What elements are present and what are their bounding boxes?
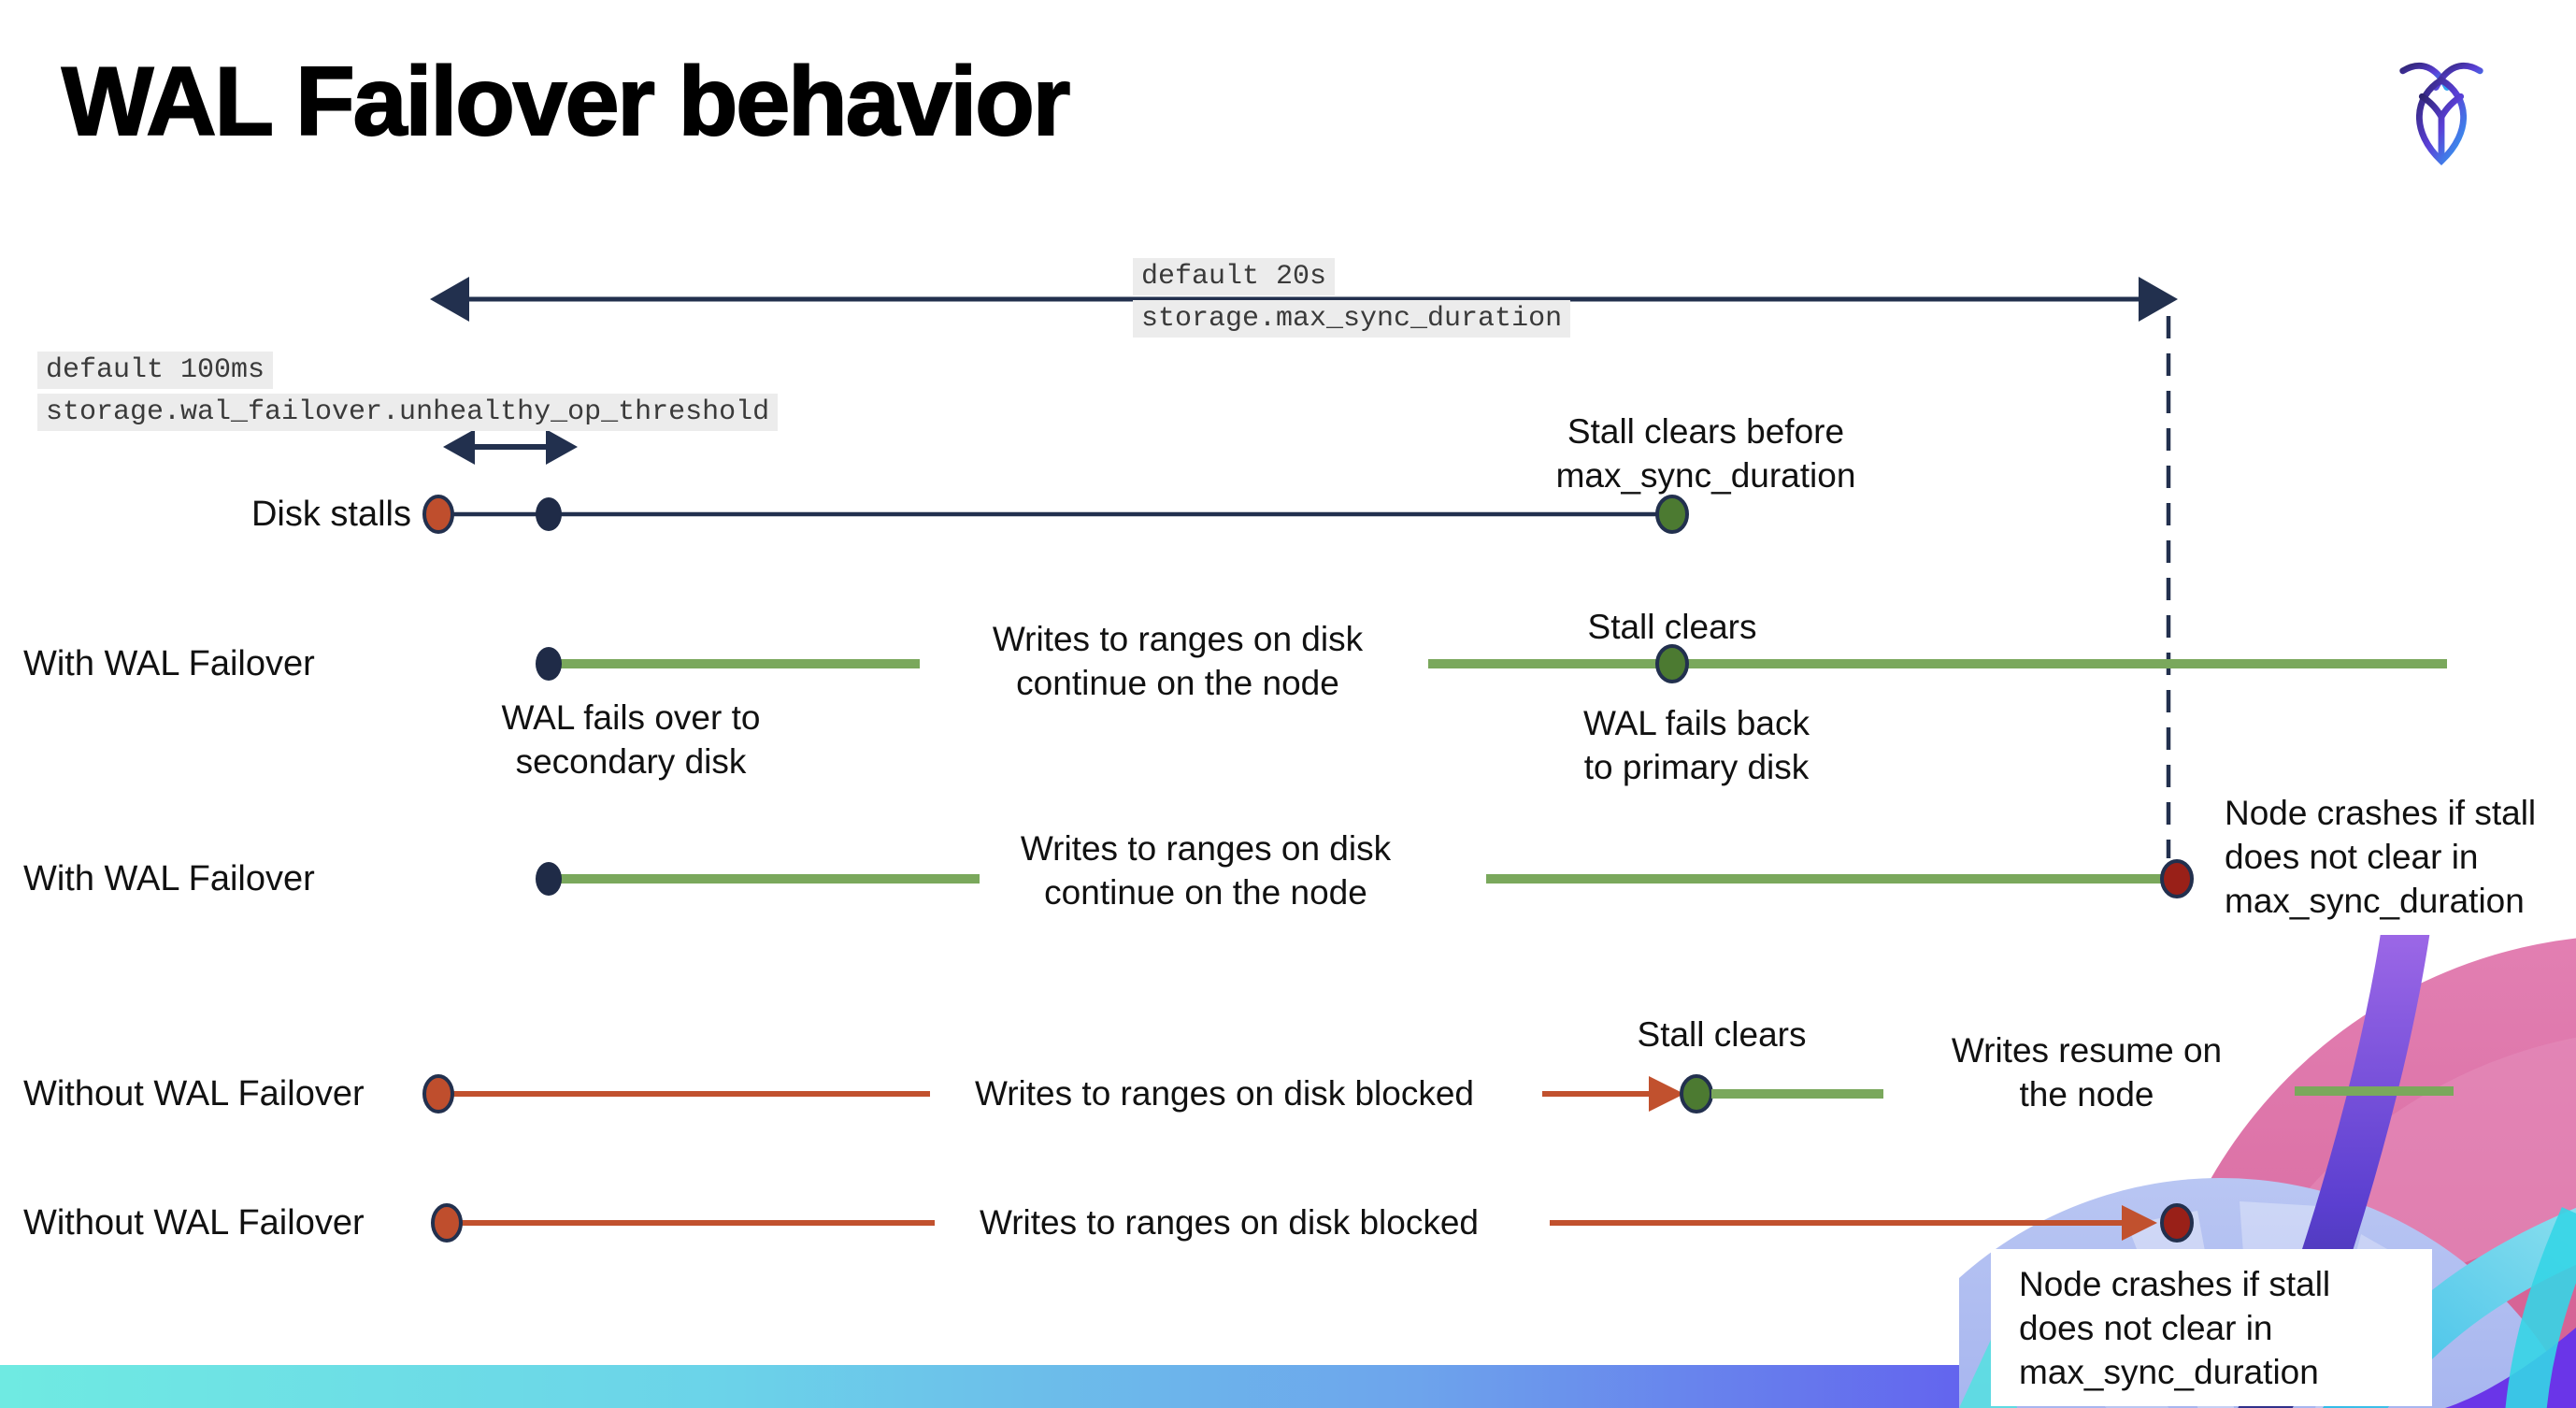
writes-blocked-note: Writes to ranges on disk blocked: [979, 1203, 1480, 1242]
setting-name: storage.max_sync_duration: [1133, 300, 1571, 338]
row-label-without-wal-failover: Without WAL Failover: [23, 1203, 365, 1243]
crash-note-box: Node crashes if stall does not clear in …: [1991, 1249, 2432, 1406]
cockroachdb-logo-icon: [2399, 62, 2483, 165]
disk-stall-start-dot: [422, 1074, 454, 1113]
node-crash-dot: [2160, 859, 2194, 898]
failback-dot: [1655, 644, 1689, 683]
setting-name: storage.wal_failover.unhealthy_op_thresh…: [37, 394, 779, 431]
node-crashes-note: Node crashes if stall does not clear in …: [2225, 794, 2537, 920]
stall-clears-note: Stall clears: [1587, 608, 1757, 646]
max-sync-duration-setting-label: default 20s storage.max_sync_duration: [1133, 258, 1571, 338]
row-label-with-wal-failover: With WAL Failover: [23, 859, 315, 898]
disk-stall-start-dot: [422, 495, 454, 534]
arrowhead-right-small: [546, 429, 578, 465]
crash-note-line: does not clear in: [2019, 1309, 2273, 1347]
cyan-arc-right: [2505, 1207, 2576, 1408]
wal-fails-back-note: WAL fails back to primary disk: [1583, 704, 1810, 786]
page-title: WAL Failover behavior: [61, 47, 1071, 157]
failover-dot: [536, 862, 562, 896]
wal-fails-over-note: WAL fails over to secondary disk: [501, 698, 761, 781]
logo-wings: [2418, 93, 2465, 163]
unhealthy-op-threshold-setting-label: default 100ms storage.wal_failover.unhea…: [37, 352, 779, 431]
stall-clears-dot: [1680, 1074, 1713, 1113]
stall-clears-before-note: Stall clears before max_sync_duration: [1555, 412, 1856, 495]
writes-resume-note: Writes resume on the node: [1951, 1031, 2223, 1113]
writes-blocked-note: Writes to ranges on disk blocked: [974, 1074, 1475, 1113]
row-label-disk-stalls: Disk stalls: [250, 495, 411, 534]
arrowhead-left: [430, 277, 469, 322]
row-label-with-wal-failover: With WAL Failover: [23, 644, 315, 683]
stall-clears-dot: [1655, 495, 1689, 534]
arrowhead-left-small: [443, 429, 475, 465]
failover-dot: [536, 647, 562, 681]
writes-continue-note: Writes to ranges on disk continue on the…: [992, 620, 1364, 702]
writes-continue-note: Writes to ranges on disk continue on the…: [1020, 829, 1392, 912]
setting-default-value: default 20s: [1133, 258, 1336, 295]
red-arrowhead: [1649, 1076, 1684, 1112]
threshold-exceeded-dot: [536, 497, 562, 531]
stall-clears-note: Stall clears: [1637, 1015, 1807, 1054]
crash-note-line: Node crashes if stall: [2019, 1265, 2331, 1303]
row-label-without-wal-failover: Without WAL Failover: [23, 1074, 365, 1113]
arrowhead-right: [2139, 277, 2178, 322]
crash-note-line: max_sync_duration: [2019, 1353, 2319, 1391]
setting-default-value: default 100ms: [37, 352, 274, 389]
disk-stall-start-dot: [431, 1203, 463, 1243]
